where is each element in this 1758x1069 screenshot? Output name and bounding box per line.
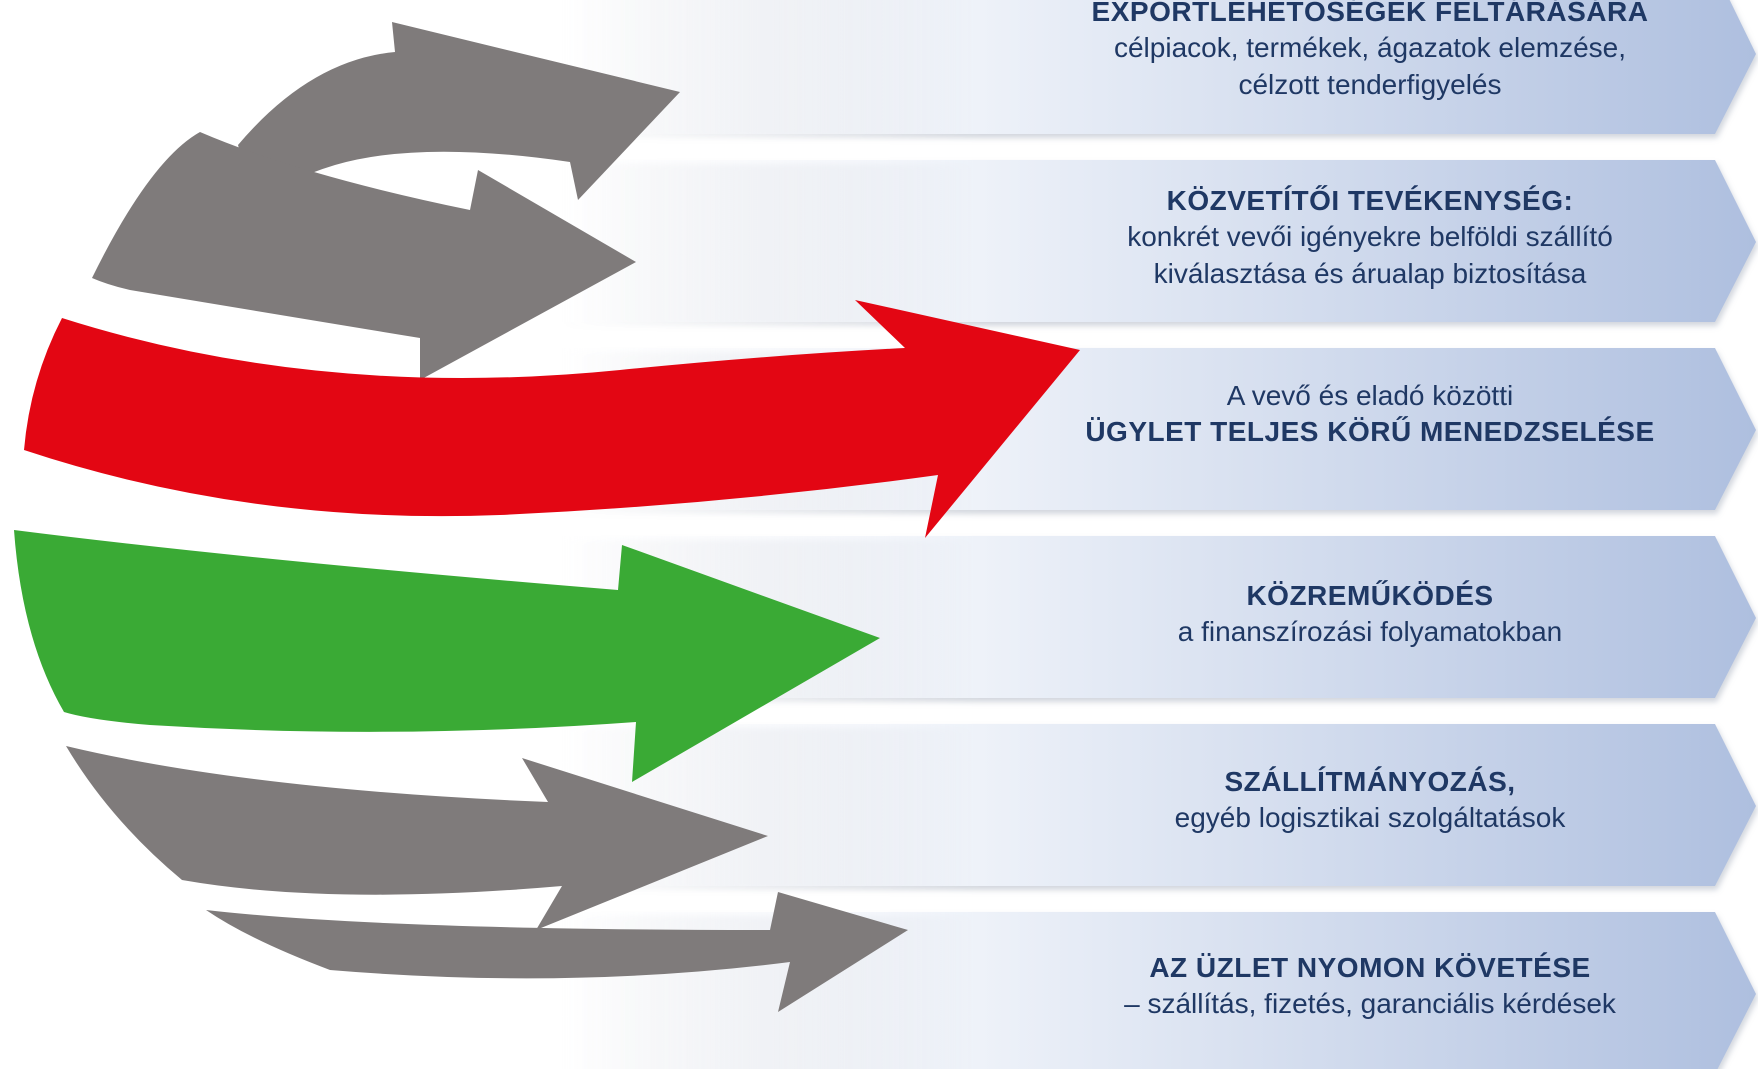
item-deal-management: A vevő és eladó közötti ÜGYLET TELJES KÖ…: [1000, 378, 1740, 451]
item-desc-line-1: a finanszírozási folyamatokban: [1177, 616, 1563, 648]
item-export-opportunities: EXPORTLEHETŐSÉGEK FELTÁRÁSÁRA célpiacok,…: [1000, 0, 1740, 103]
item-pre-line: A vevő és eladó közötti: [1226, 380, 1514, 411]
item-title: ÜGYLET TELJES KÖRŰ MENEDZSELÉSE: [1085, 416, 1655, 448]
item-title: EXPORTLEHETŐSÉGEK FELTÁRÁSÁRA: [1091, 0, 1649, 27]
green-arrow: [14, 530, 880, 782]
red-arrow: [24, 300, 1080, 538]
item-title: SZÁLLÍTMÁNYOZÁS,: [1224, 766, 1516, 797]
band-1: [560, 0, 1756, 134]
gray-arrow-1: [238, 22, 680, 205]
item-intermediary-activity: KÖZVETÍTŐI TEVÉKENYSÉG: konkrét vevői ig…: [1000, 183, 1740, 292]
item-deal-tracking: AZ ÜZLET NYOMON KÖVETÉSE – szállítás, fi…: [1000, 950, 1740, 1023]
gray-arrow-4: [206, 892, 908, 1012]
item-desc-line-1: konkrét vevői igényekre belföldi szállít…: [1127, 221, 1613, 253]
item-financing-cooperation: KÖZREMŰKÖDÉS a finanszírozási folyamatok…: [1000, 578, 1740, 651]
item-forwarding-logistics: SZÁLLÍTMÁNYOZÁS, egyéb logisztikai szolg…: [1000, 764, 1740, 837]
item-desc-line-2: kiválasztása és árualap biztosítása: [1153, 257, 1587, 289]
gray-arrow-3: [66, 746, 768, 930]
item-desc-line-2: célzott tenderfigyelés: [1238, 68, 1502, 100]
item-title: AZ ÜZLET NYOMON KÖVETÉSE: [1149, 952, 1591, 983]
item-title: KÖZVETÍTŐI TEVÉKENYSÉG:: [1166, 185, 1574, 216]
band-4: [560, 536, 1756, 698]
item-desc-line-1: célpiacok, termékek, ágazatok elemzése,: [1113, 32, 1627, 64]
item-desc-line-1: egyéb logisztikai szolgáltatások: [1174, 802, 1566, 834]
band-5: [560, 724, 1756, 886]
gray-arrow-2: [92, 132, 636, 380]
band-2: [560, 160, 1756, 322]
item-title: KÖZREMŰKÖDÉS: [1246, 580, 1494, 611]
item-desc-line-1: – szállítás, fizetés, garanciális kérdés…: [1124, 988, 1616, 1020]
